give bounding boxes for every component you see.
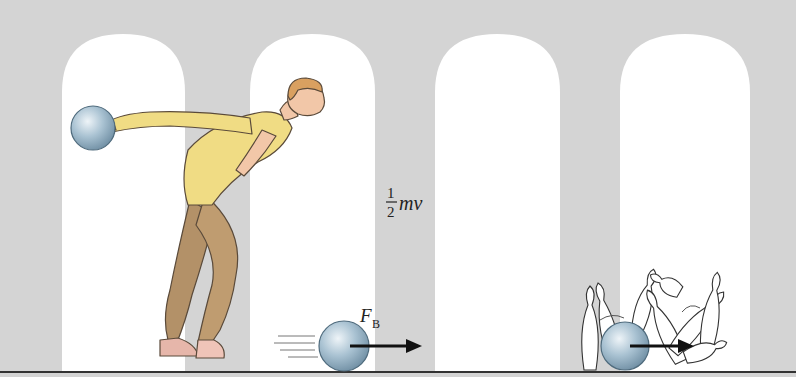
- fraction-bar: [386, 201, 397, 202]
- force-symbol: F: [360, 306, 372, 325]
- fraction-numerator: 1: [387, 186, 395, 201]
- bowler-figure: [96, 78, 325, 358]
- force-subscript: B: [372, 318, 380, 330]
- impact-lines: [600, 306, 700, 320]
- bowling-pins: [582, 267, 730, 370]
- kinetic-energy-term: mv: [399, 193, 422, 213]
- floor-line: [0, 371, 796, 373]
- motion-lines: [274, 336, 318, 357]
- bowling-ball: [71, 106, 115, 150]
- velocity-arrow: [630, 339, 694, 353]
- force-arrow: [350, 339, 422, 353]
- arch-windows: [62, 34, 750, 372]
- fraction-denominator: 2: [387, 205, 395, 220]
